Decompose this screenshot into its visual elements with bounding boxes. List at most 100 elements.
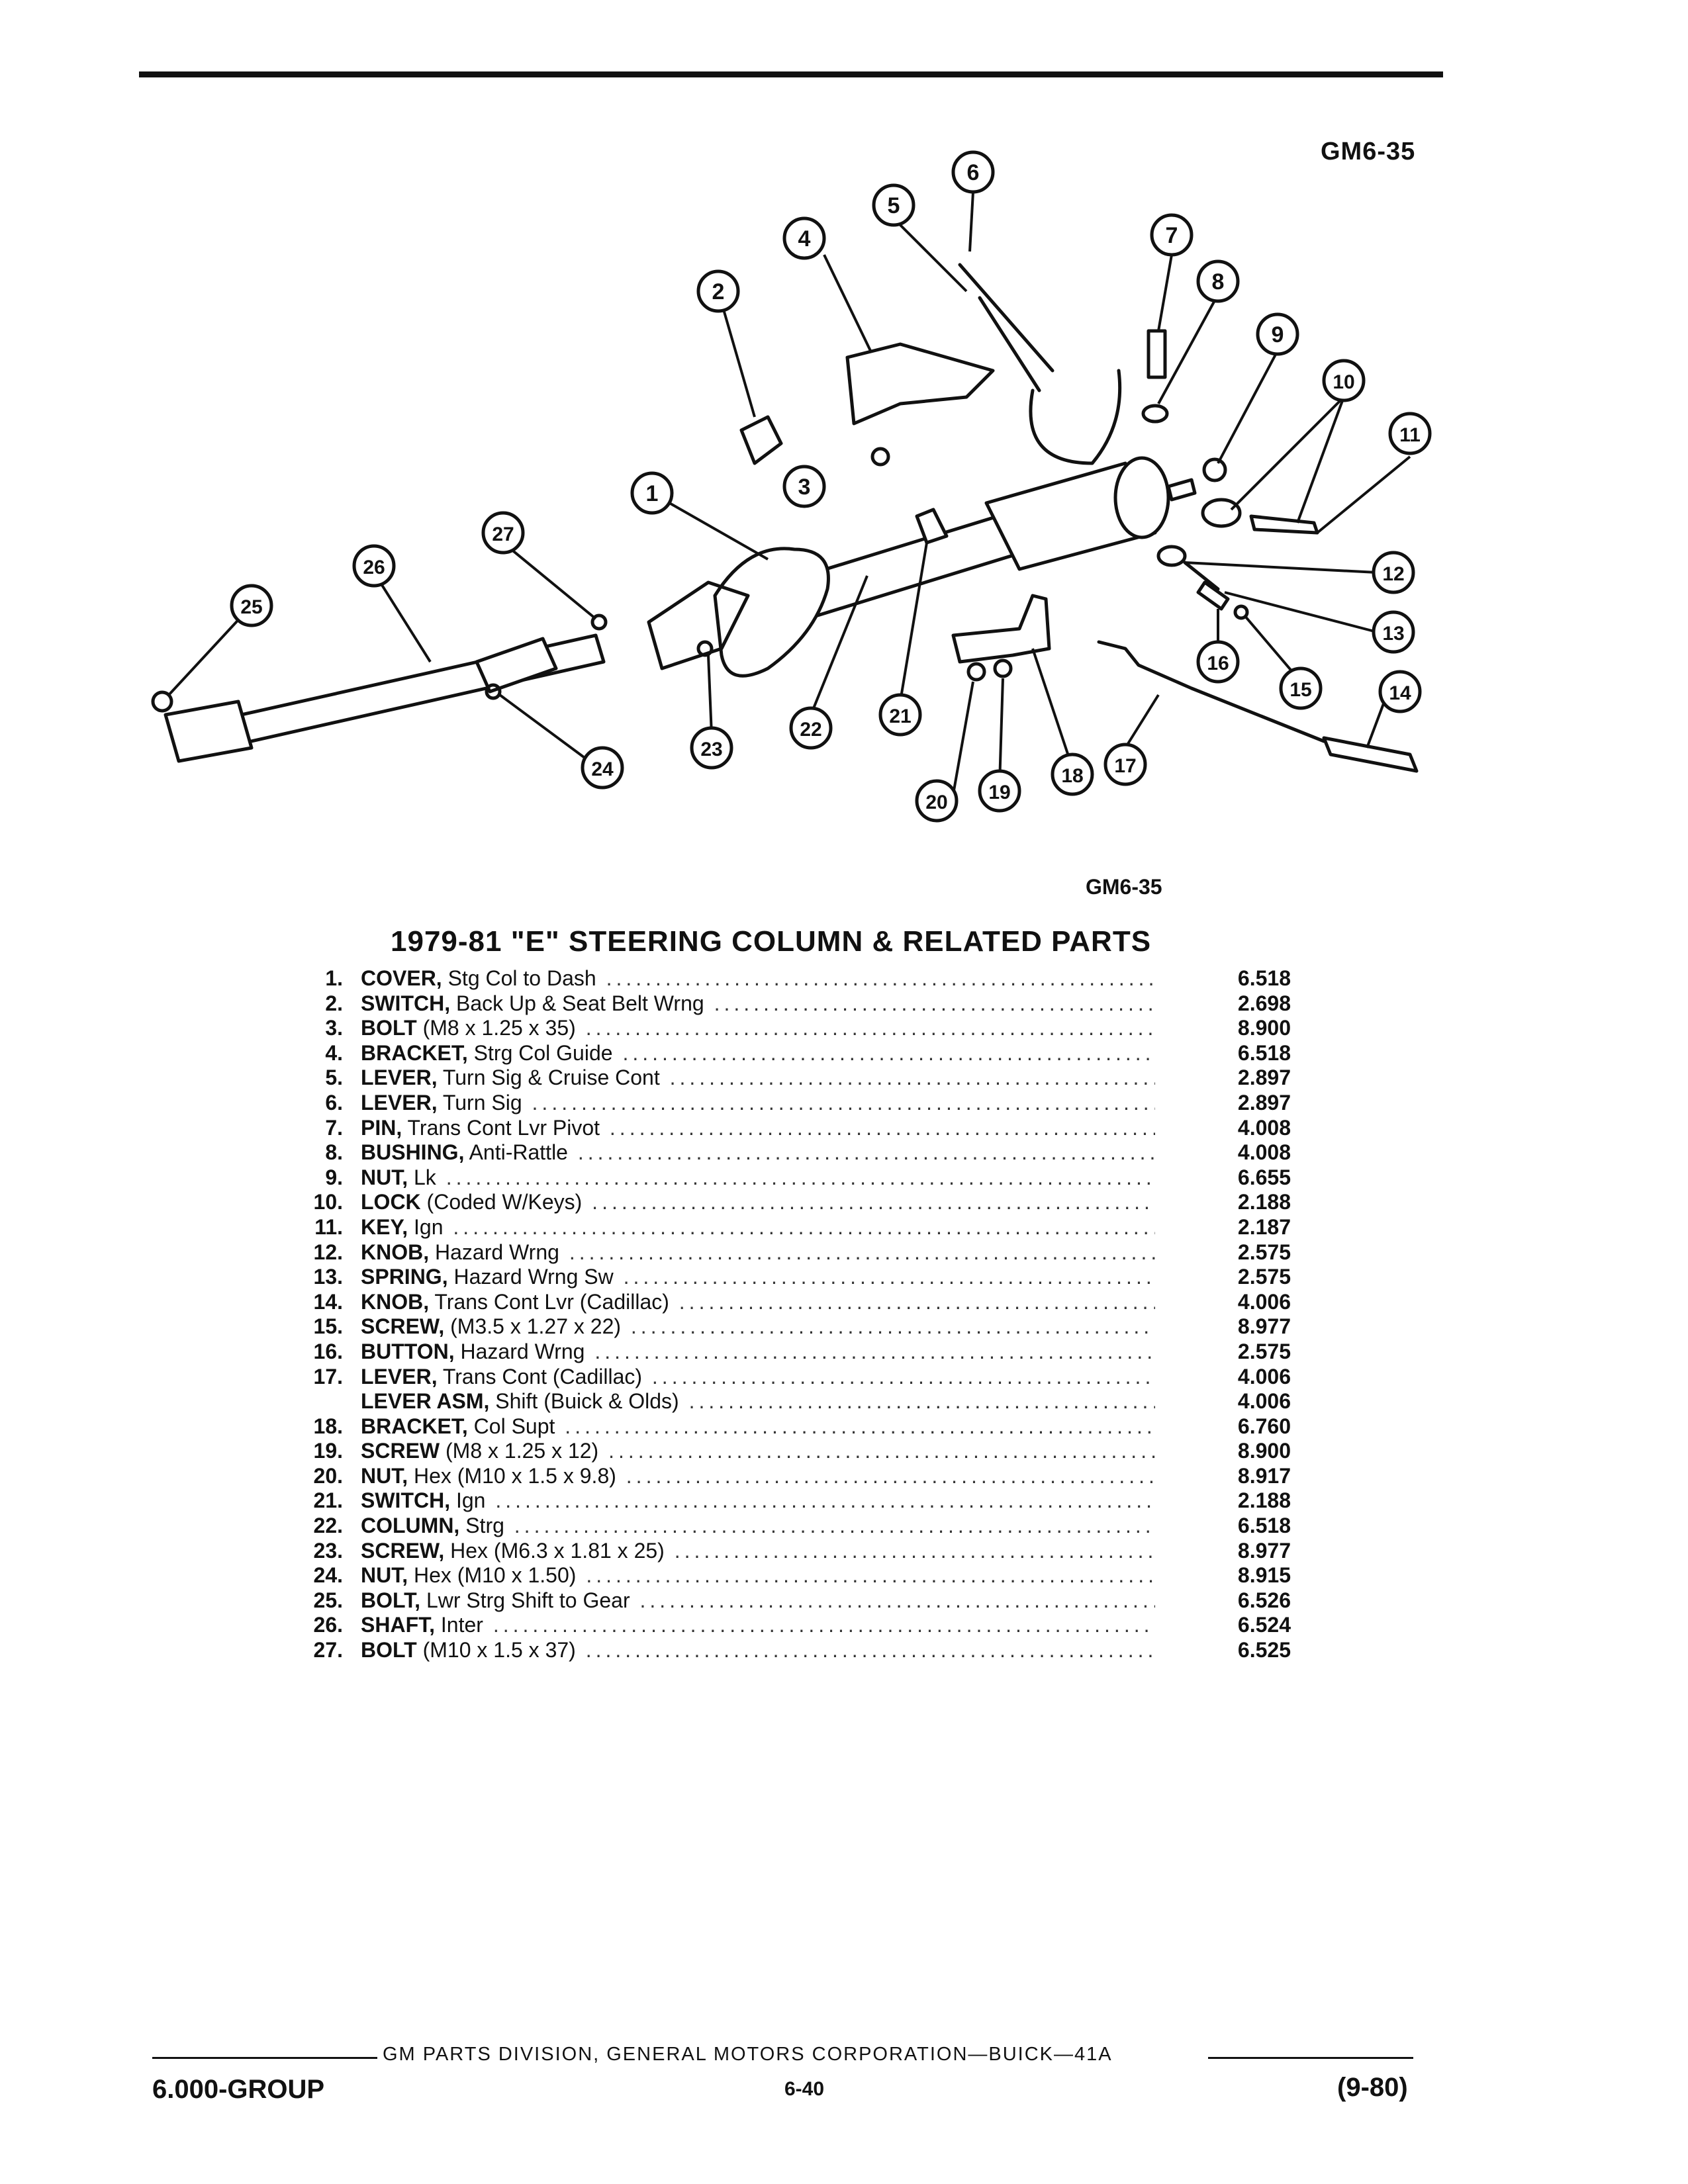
part-number: 20. xyxy=(313,1463,343,1488)
part-code: 4.008 xyxy=(1237,1140,1291,1165)
callout-bubble xyxy=(230,584,273,627)
callout-bubble xyxy=(1103,743,1147,786)
part-number: 24. xyxy=(313,1563,343,1588)
leader-dots: ........................................… xyxy=(651,1364,1155,1388)
part-description: LEVER, Turn Sig & Cruise Cont ..........… xyxy=(361,1066,1155,1091)
part-code: 6.518 xyxy=(1237,1514,1291,1538)
leader-dots: ........................................… xyxy=(608,1439,1155,1463)
part-detail: Col Supt xyxy=(467,1414,555,1438)
leader-dots: ........................................… xyxy=(577,1140,1155,1165)
leader-dots: ........................................… xyxy=(532,1090,1155,1115)
part-description: BOLT (M8 x 1.25 x 35) ..................… xyxy=(361,1016,1155,1041)
callout-bubble xyxy=(1372,610,1415,654)
callout-bubble xyxy=(789,706,833,750)
key-part xyxy=(1249,514,1319,535)
dash-cover-part xyxy=(713,547,830,678)
callout-number: 7 xyxy=(1166,223,1178,248)
parts-row: 10.LOCK (Coded W/Keys) .................… xyxy=(285,1190,1291,1215)
footer-text: GM PARTS DIVISION, GENERAL MOTORS CORPOR… xyxy=(383,2044,1113,2065)
part-name: NUT, xyxy=(361,1563,408,1588)
part-name: LOCK xyxy=(361,1190,421,1214)
leader-dots: ........................................… xyxy=(622,1040,1155,1065)
part-detail: (M3.5 x 1.27 x 22) xyxy=(444,1314,622,1339)
part-description: BRACKET, Strg Col Guide ................… xyxy=(361,1041,1155,1066)
hazard-knob-part xyxy=(1156,545,1187,567)
callout-number: 17 xyxy=(1114,755,1136,777)
leader-dots: ........................................… xyxy=(688,1389,1155,1414)
callout-bubble xyxy=(1322,359,1366,402)
part-name: BUTTON, xyxy=(361,1339,455,1363)
callout-number: 27 xyxy=(492,523,514,545)
parts-row: 6.LEVER, Turn Sig ......................… xyxy=(285,1091,1291,1116)
part-description: LEVER, Turn Sig ........................… xyxy=(361,1091,1155,1116)
part-code: 6.760 xyxy=(1237,1414,1291,1438)
part-detail: Stg Col to Dash xyxy=(442,966,596,990)
part-code: 4.006 xyxy=(1237,1389,1291,1414)
part-code: 6.526 xyxy=(1237,1588,1291,1612)
callout-number: 9 xyxy=(1272,322,1284,347)
part-code: 4.006 xyxy=(1237,1289,1291,1314)
part-number: 27. xyxy=(313,1638,343,1662)
callout-bubble xyxy=(1256,312,1299,356)
leader-dots: ........................................… xyxy=(626,1463,1155,1488)
callout-number: 15 xyxy=(1289,679,1311,701)
parts-row: 9.NUT, Lk ..............................… xyxy=(285,1165,1291,1191)
callout-number: 18 xyxy=(1061,765,1083,787)
callout-number: 25 xyxy=(240,596,262,618)
part-name: SWITCH, xyxy=(361,991,451,1015)
hazard-button-part xyxy=(1196,580,1230,611)
callout-number: 1 xyxy=(646,481,659,506)
part-code: 2.188 xyxy=(1237,1190,1291,1214)
date-code: (9-80) xyxy=(1337,2073,1408,2102)
top-rule xyxy=(139,71,1443,77)
part-description: COLUMN, Strg ...........................… xyxy=(361,1514,1155,1539)
lower-joint-part xyxy=(164,700,254,763)
callout-bubble xyxy=(1051,752,1094,796)
callout-bubble xyxy=(690,726,733,770)
lower-bolt-part xyxy=(151,690,173,713)
part-number: 2. xyxy=(325,991,343,1015)
part-number: 17. xyxy=(313,1364,343,1388)
part-number: 4. xyxy=(325,1040,343,1065)
parts-row: 5.LEVER, Turn Sig & Cruise Cont ........… xyxy=(285,1066,1291,1091)
anti-rattle-bushing-part xyxy=(1141,404,1169,424)
part-description: KNOB, Hazard Wrng ......................… xyxy=(361,1240,1155,1265)
backup-switch-part xyxy=(739,415,783,465)
hazard-spring-part xyxy=(1183,561,1220,591)
parts-row: 24. NUT, Hex (M10 x 1.50) ...............… xyxy=(285,1563,1291,1588)
part-name: SWITCH, xyxy=(361,1488,451,1513)
part-name: BRACKET, xyxy=(361,1040,468,1065)
parts-row: 27. BOLT (M10 x 1.5 x 37) ...............… xyxy=(285,1638,1291,1663)
callout-number: 16 xyxy=(1207,653,1229,674)
part-name: SHAFT, xyxy=(361,1613,435,1637)
part-code: 4.008 xyxy=(1237,1115,1291,1140)
part-description: BOLT (M10 x 1.5 x 37) ..................… xyxy=(361,1638,1155,1663)
parts-row: 17.LEVER, Trans Cont (Cadillac) ........… xyxy=(285,1365,1291,1390)
parts-row: 22. COLUMN, Strg ........................… xyxy=(285,1514,1291,1539)
part-detail: Hazard Wrng xyxy=(454,1339,585,1363)
callout-number: 24 xyxy=(591,758,614,780)
leader-dots: ........................................… xyxy=(592,1190,1155,1214)
leader-dots: ........................................… xyxy=(585,1016,1155,1040)
part-name: PIN, xyxy=(361,1115,402,1140)
part-number: 22. xyxy=(313,1514,343,1538)
callout-number: 22 xyxy=(800,719,821,741)
part-description: PIN, Trans Cont Lvr Pivot ..............… xyxy=(361,1116,1155,1141)
parts-list-title: 1979-81 "E" STEERING COLUMN & RELATED PA… xyxy=(391,925,1152,958)
leader-dots: ........................................… xyxy=(669,1066,1155,1090)
shift-lever-part xyxy=(1097,640,1326,743)
part-description: NUT, Hex (M10 x 1.50) ..................… xyxy=(361,1563,1155,1588)
part-description: NUT, Hex (M10 x 1.5 x 9.8) .............… xyxy=(361,1464,1155,1489)
part-detail: (Coded W/Keys) xyxy=(420,1190,583,1214)
part-code: 2.897 xyxy=(1237,1066,1291,1090)
part-detail: Ign xyxy=(450,1488,486,1513)
parts-row: 12.KNOB, Hazard Wrng ...................… xyxy=(285,1240,1291,1265)
parts-row: 23.SCREW, Hex (M6.3 x 1.81 x 25) .......… xyxy=(285,1539,1291,1564)
part-number: 8. xyxy=(325,1140,343,1165)
part-name: LEVER, xyxy=(361,1066,438,1090)
lever-wire-part xyxy=(1029,369,1122,465)
part-code: 2.188 xyxy=(1237,1488,1291,1513)
part-name: NUT, xyxy=(361,1165,408,1189)
part-detail: Trans Cont (Cadillac) xyxy=(437,1364,643,1388)
part-description: SWITCH, Back Up & Seat Belt Wrng .......… xyxy=(361,991,1155,1017)
